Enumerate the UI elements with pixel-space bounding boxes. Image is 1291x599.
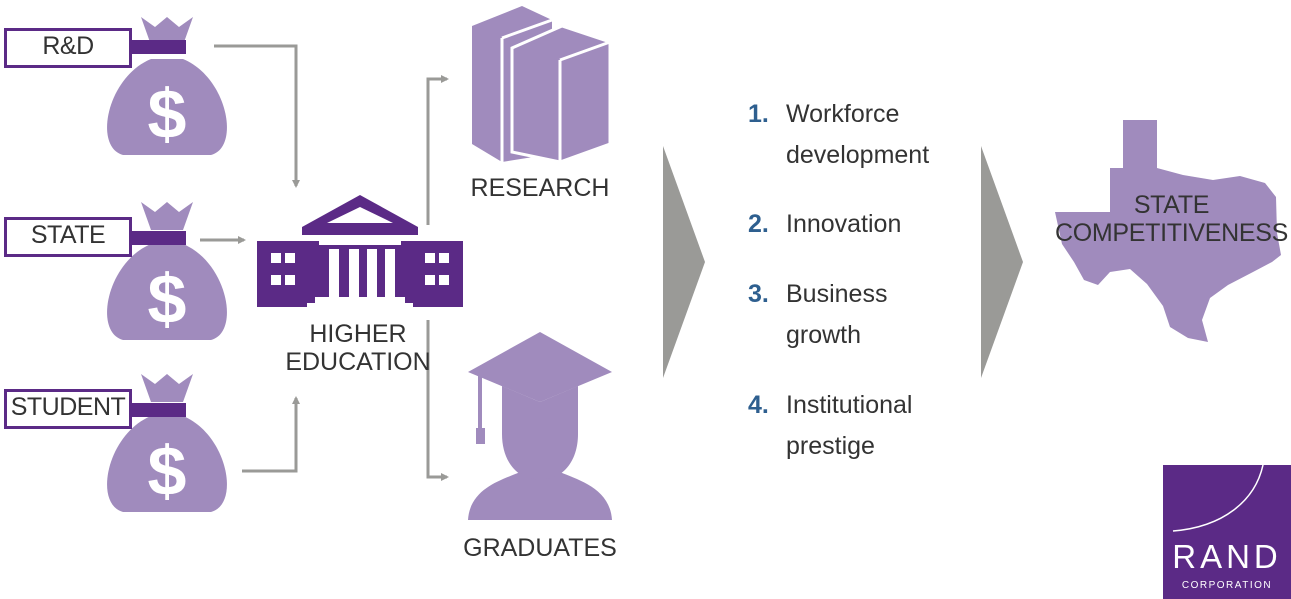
bag-band bbox=[120, 231, 186, 245]
books-icon bbox=[468, 4, 613, 169]
svg-text:$: $ bbox=[148, 75, 187, 153]
state-competitiveness-label: STATE COMPETITIVENESS bbox=[1054, 191, 1289, 247]
benefit-number: 1. bbox=[748, 100, 769, 128]
money-bag-icon: $ bbox=[97, 15, 237, 165]
benefit-number: 2. bbox=[748, 210, 769, 238]
svg-text:$: $ bbox=[148, 260, 187, 338]
benefit-text: Innovation bbox=[786, 210, 902, 238]
higher-education-line1: HIGHER bbox=[309, 320, 407, 348]
rand-wordmark: RAND bbox=[1172, 538, 1282, 575]
svg-text:$: $ bbox=[148, 432, 187, 510]
university-building-icon bbox=[257, 189, 463, 319]
student-label-box: STUDENT bbox=[4, 389, 132, 429]
benefit-text: Business growth bbox=[786, 280, 888, 349]
graduates-label: GRADUATES bbox=[463, 534, 617, 562]
graduates-connector-arrow bbox=[426, 320, 449, 481]
bag-band bbox=[120, 403, 186, 417]
rand-corporation-text: CORPORATION bbox=[1181, 580, 1273, 591]
money-bag-icon: $ bbox=[97, 372, 237, 522]
higher-education-line2: EDUCATION bbox=[285, 348, 431, 376]
texas-map-icon bbox=[1055, 120, 1281, 342]
graduate-icon bbox=[462, 330, 618, 527]
research-connector-arrow bbox=[426, 75, 449, 225]
benefit-text: Institutional prestige bbox=[786, 391, 913, 460]
research-label: RESEARCH bbox=[470, 174, 610, 202]
benefit-text: Workforce development bbox=[786, 100, 930, 169]
student-connector-arrow bbox=[242, 396, 300, 473]
benefit-number: 3. bbox=[748, 280, 769, 308]
higher-education-label: HIGHER EDUCATION bbox=[253, 320, 463, 376]
rand-logo: RAND CORPORATION bbox=[1163, 465, 1291, 599]
chevron-arrow-icon bbox=[663, 146, 705, 378]
benefit-number: 4. bbox=[748, 391, 769, 419]
rd-connector-arrow bbox=[214, 44, 300, 188]
money-bag-icon: $ bbox=[97, 200, 237, 350]
rd-label-box: R&D bbox=[4, 28, 132, 68]
bag-band bbox=[120, 40, 186, 54]
state-label-box: STATE bbox=[4, 217, 132, 257]
chevron-arrow-icon bbox=[981, 146, 1023, 378]
logo-arc bbox=[1172, 465, 1264, 532]
